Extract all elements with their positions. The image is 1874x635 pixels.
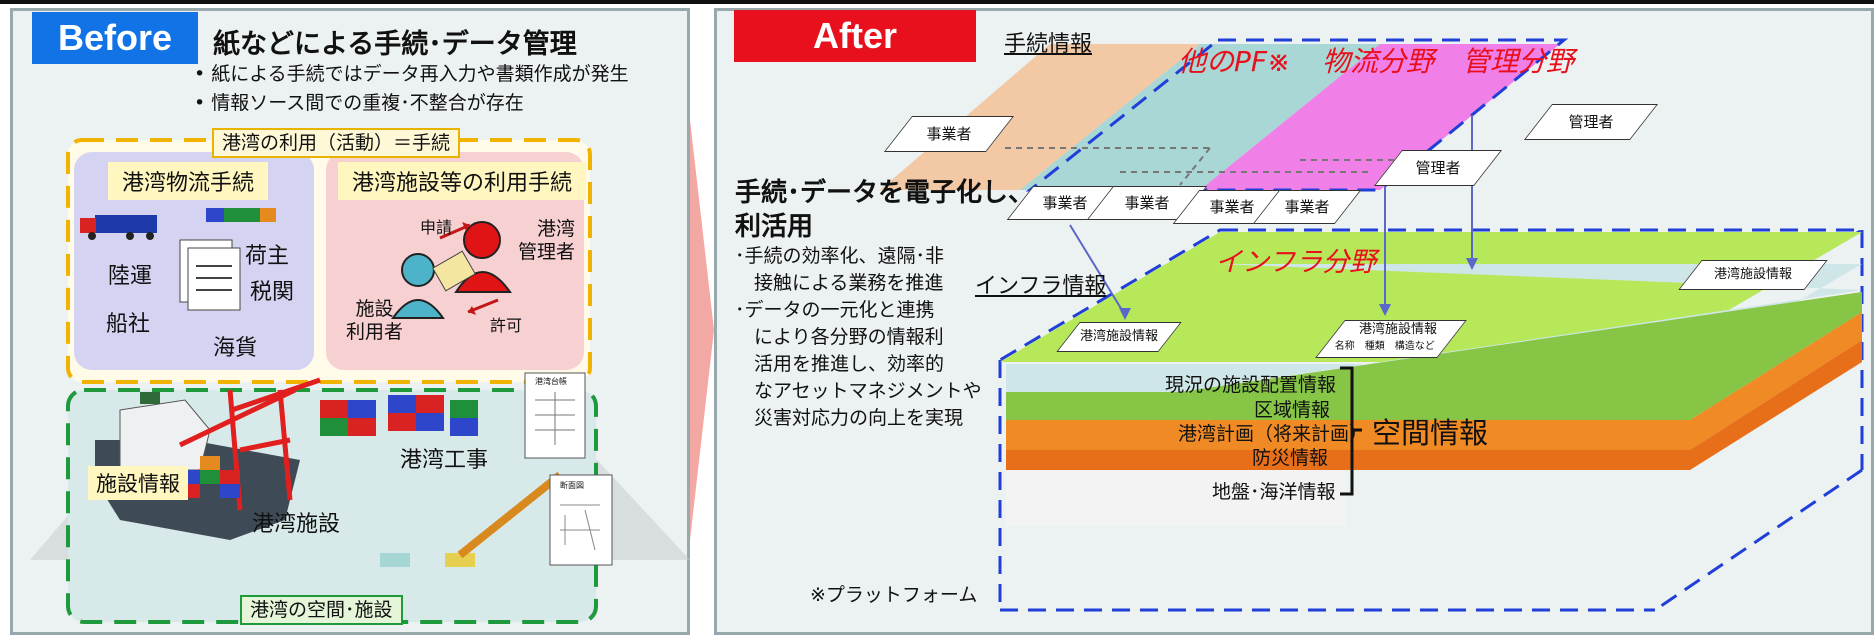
other-pf-label: 他のPF※ [1178,45,1291,78]
facility-info-label: 港湾施設情報 [1079,329,1158,344]
after-headline-line: 手続･データを電子化し、 [735,178,1035,208]
infra-info-label: インフラ情報 [975,274,1107,299]
before-title: 紙などによる手続･データ管理 [213,29,577,60]
manager-node: 管理者 [1373,150,1503,186]
platform-note: ※プラットフォーム [810,584,978,606]
label-applicant-line: 施設 [355,298,394,320]
label-port-facilities: 港湾施設 [252,512,341,537]
infra-field-label: インフラ分野 [1215,247,1377,278]
layer-port-plan: 港湾計画（将来計画） [1178,423,1369,445]
layer-area-info: 区域情報 [1254,399,1331,421]
layer-ground-ocean: 地盤･海洋情報 [1212,481,1336,503]
after-bullets: ･手続の効率化、遠隔･非 接触による業務を推進 ･データの一元化と連携 により各… [735,243,982,432]
after-headline-line: 利活用 [735,212,814,242]
spatial-info-label: 空間情報 [1372,416,1489,450]
before-usage-tag: 港湾の利用（活動）＝手続 [212,128,461,158]
facility-info-sub: 名称 種類 構造など [1334,341,1435,352]
doc-cross-section: 断面図 [560,481,584,490]
before-bullets: • 紙による手続ではデータ再入力や書類作成が発生 • 情報ソース間での重複･不整… [194,60,629,118]
after-bullet: により各分野の情報利 [735,326,944,348]
label-shipper: 荷主 [245,244,290,269]
facility-use-title: 港湾施設等の利用手続 [338,162,587,200]
label-facility-info: 施設情報 [88,466,188,500]
label-land-transport: 陸運 [108,264,153,289]
doc-port-register: 港湾台帳 [535,377,567,386]
operator-node: 事業者 [1252,190,1362,224]
before-badge: Before [32,12,198,64]
after-bullet: なアセットマネジメントや [735,380,982,402]
label-forwarder: 海貨 [213,336,258,361]
management-field-label: 管理分野 [1462,45,1575,78]
label-request: 申請 [420,218,453,237]
label-port-construction: 港湾工事 [400,448,489,473]
facility-info-node: 港湾施設情報 [1678,260,1828,290]
manager-label: 管理者 [1568,113,1614,131]
procedure-info-label: 手続情報 [1004,32,1093,57]
label-port-manager: 港湾 管理者 [518,218,575,264]
after-bullet: ･データの一元化と連携 [735,299,935,321]
label-applicant: 施設 利用者 [346,298,403,344]
after-headline: 手続･データを電子化し、 利活用 [735,176,1034,244]
before-bullet: • 紙による手続ではデータ再入力や書類作成が発生 [194,63,629,85]
operator-node: 事業者 [883,116,1015,152]
facility-info-node: 港湾施設情報 [1056,322,1182,352]
facility-info-label: 港湾施設情報 [1713,267,1792,282]
manager-node: 管理者 [1523,104,1659,140]
after-bullet: 活用を推進し、効率的 [735,353,945,375]
operator-label: 事業者 [1284,198,1330,216]
label-shipping-company: 船社 [106,312,151,337]
quay-containers [320,395,478,436]
label-port-manager-line: 管理者 [518,241,576,263]
layer-current-facilities: 現況の施設配置情報 [1165,374,1337,396]
label-port-manager-line: 港湾 [537,218,576,240]
layer-disaster: 防災情報 [1252,447,1329,469]
ship-containers [180,456,240,498]
after-badge: After [734,10,976,62]
before-illustration [30,138,690,624]
after-bullet: 災害対応力の向上を実現 [735,407,964,429]
top-border [0,0,1874,4]
label-customs: 税関 [250,280,295,305]
before-after-arrow [690,120,714,540]
manager-label: 管理者 [1415,159,1461,177]
logistics-procedures-title: 港湾物流手続 [108,162,269,200]
facility-info-label: 港湾施設情報 [1359,322,1438,337]
label-applicant-line: 利用者 [346,321,404,343]
operator-label: 事業者 [926,125,972,143]
before-bullet: • 情報ソース間での重複･不整合が存在 [194,92,524,114]
facility-info-node-detail: 港湾施設情報 名称 種類 構造など [1315,320,1467,358]
after-bullet: ･手続の効率化、遠隔･非 [735,245,945,267]
after-bullet: 接触による業務を推進 [735,272,944,294]
before-space-tag: 港湾の空間･施設 [240,595,403,625]
logistics-field-label: 物流分野 [1322,45,1435,78]
label-permit: 許可 [490,316,523,335]
